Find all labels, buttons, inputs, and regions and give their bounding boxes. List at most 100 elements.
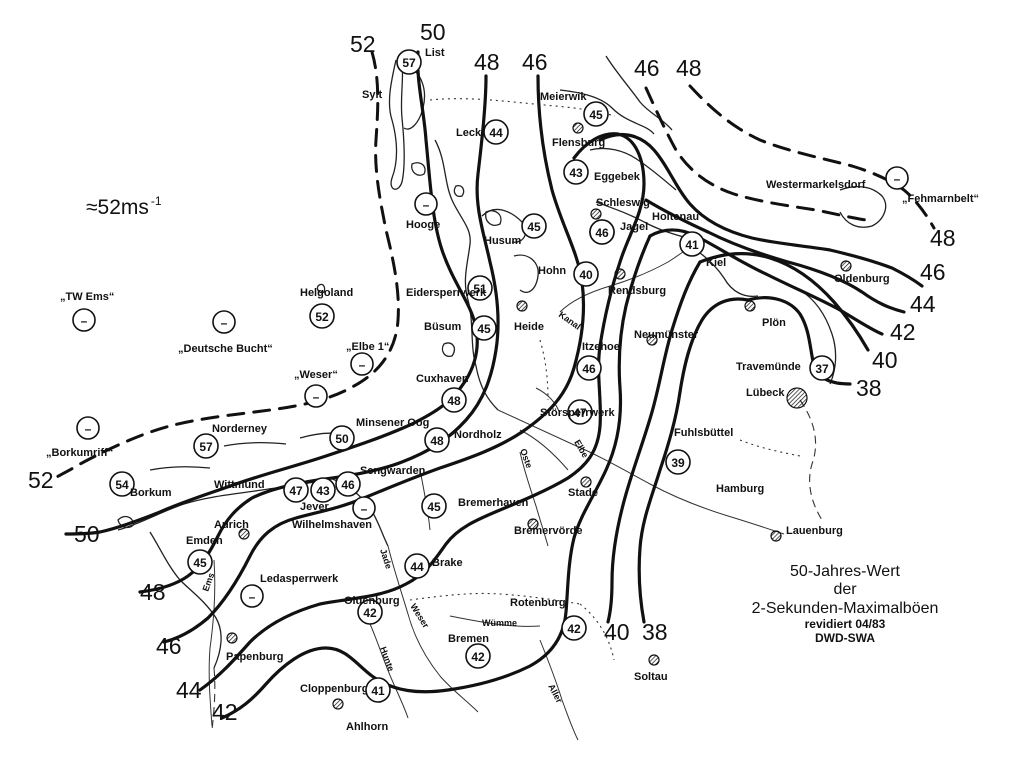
station-value: 48: [430, 434, 444, 448]
station-circle: [583, 101, 609, 127]
station-value: 47: [289, 484, 303, 498]
isoline-label: 48: [930, 225, 956, 251]
station-circle: [589, 219, 615, 245]
station-label: Travemünde: [736, 361, 801, 373]
station-value: 46: [582, 362, 596, 376]
station-label: Ahlhorn: [346, 721, 388, 733]
station-circle: [304, 384, 328, 408]
station-circle: [467, 275, 493, 301]
station-label: Schleswig: [596, 197, 650, 209]
station-value: 37: [815, 362, 829, 376]
station-label: „Fehmarnbelt“: [902, 193, 979, 205]
station-label: Itzehoe: [582, 341, 620, 353]
station-label: Aurich: [214, 519, 249, 531]
station-value: 44: [489, 126, 503, 140]
legend-line-der: der: [833, 581, 857, 599]
station-label: List: [425, 47, 445, 59]
legend-title: 50-Jahres-Wert: [790, 563, 900, 580]
station-hamburg: Hamburg: [716, 483, 764, 495]
station-circle: [414, 192, 438, 216]
station-value: –: [221, 316, 228, 330]
station-label: Cuxhaven: [416, 373, 469, 385]
station-value: 45: [193, 556, 207, 570]
station-label: Oldenburg: [344, 595, 400, 607]
station-circle: [885, 166, 909, 190]
station-label: Norderney: [212, 423, 268, 435]
station-label: Emden: [186, 535, 223, 547]
station-weser: –„Weser“: [294, 369, 338, 408]
station-circle: [357, 599, 383, 625]
isoline-label: 40: [604, 619, 630, 645]
city-dot: [226, 632, 238, 644]
river-label-hunte: Hunte: [378, 645, 396, 672]
station-label: Bremen: [448, 633, 489, 645]
station-value: 40: [579, 268, 593, 282]
legend-source: DWD-SWA: [815, 630, 875, 645]
city-dot: [238, 528, 250, 540]
station-label: Kanal: [557, 309, 583, 331]
station-label: Fuhlsbüttel: [674, 427, 733, 439]
river-label-wumme: Wümme: [482, 618, 517, 628]
city-dot: [646, 334, 658, 346]
station-itzehoe: 46 Itzehoe: [576, 341, 620, 381]
station-label: Westermarkelsdorf: [766, 179, 866, 191]
isoline-40-east: [698, 252, 870, 352]
river-label-ems: Ems: [200, 571, 216, 592]
isoline-46: [162, 74, 586, 644]
station-value: –: [81, 314, 88, 328]
isoline-label: 40: [872, 347, 898, 373]
station-circle: [561, 615, 587, 641]
station-label: Eggebek: [594, 171, 641, 183]
station-eggebek: 43 Eggebek: [563, 159, 641, 185]
city-dot: [770, 530, 782, 542]
station-wilhelmshaven: –Wilhelmshaven: [292, 496, 376, 531]
station-label: Flensburg: [552, 137, 605, 149]
station-value: 42: [363, 606, 377, 620]
station-label: Büsum: [424, 321, 462, 333]
station-label: Helgoland: [300, 287, 353, 299]
isoline-label: 48: [676, 55, 702, 81]
station-value: 45: [527, 220, 541, 234]
isoline-label: 38: [642, 619, 668, 645]
station-kanal: Kanal: [557, 309, 583, 331]
station-label: Eidersperrwerk: [406, 287, 487, 299]
city-dot: [580, 476, 592, 488]
station-deutsche-bucht: –„Deutsche Bucht“: [178, 310, 273, 355]
station-circle: [404, 553, 430, 579]
station-label: Heide: [514, 321, 544, 333]
station-label: Minsener Oog: [356, 417, 429, 429]
station-circle: [573, 261, 599, 287]
isoline-label: 42: [890, 319, 916, 345]
station-label: Stade: [568, 487, 598, 499]
station-circle: [309, 303, 335, 329]
station-label: Holtenau: [652, 211, 699, 223]
station-circle: [350, 352, 374, 376]
station-value: 43: [316, 484, 330, 498]
station-label: Lübeck: [746, 387, 785, 399]
station-value: –: [85, 422, 92, 436]
station-circle: [283, 477, 309, 503]
isoline-42: [220, 234, 652, 720]
station-cloppenburg: Cloppenburg: [300, 683, 368, 710]
station-value: 46: [341, 478, 355, 492]
station-value: 42: [471, 650, 485, 664]
station-circle: [365, 677, 391, 703]
station-value: 43: [569, 166, 583, 180]
station-circle: [471, 315, 497, 341]
station-label: Hohn: [538, 265, 566, 277]
station-value: 47: [573, 406, 587, 420]
station-label: „Elbe 1“: [346, 341, 389, 353]
station-value: –: [359, 358, 366, 372]
station-value: –: [894, 172, 901, 186]
station-westermarkelsdorf: – Westermarkelsdorf: [766, 166, 909, 191]
isoline-label: 48: [474, 49, 500, 75]
station-label: Oldenburg: [834, 273, 890, 285]
